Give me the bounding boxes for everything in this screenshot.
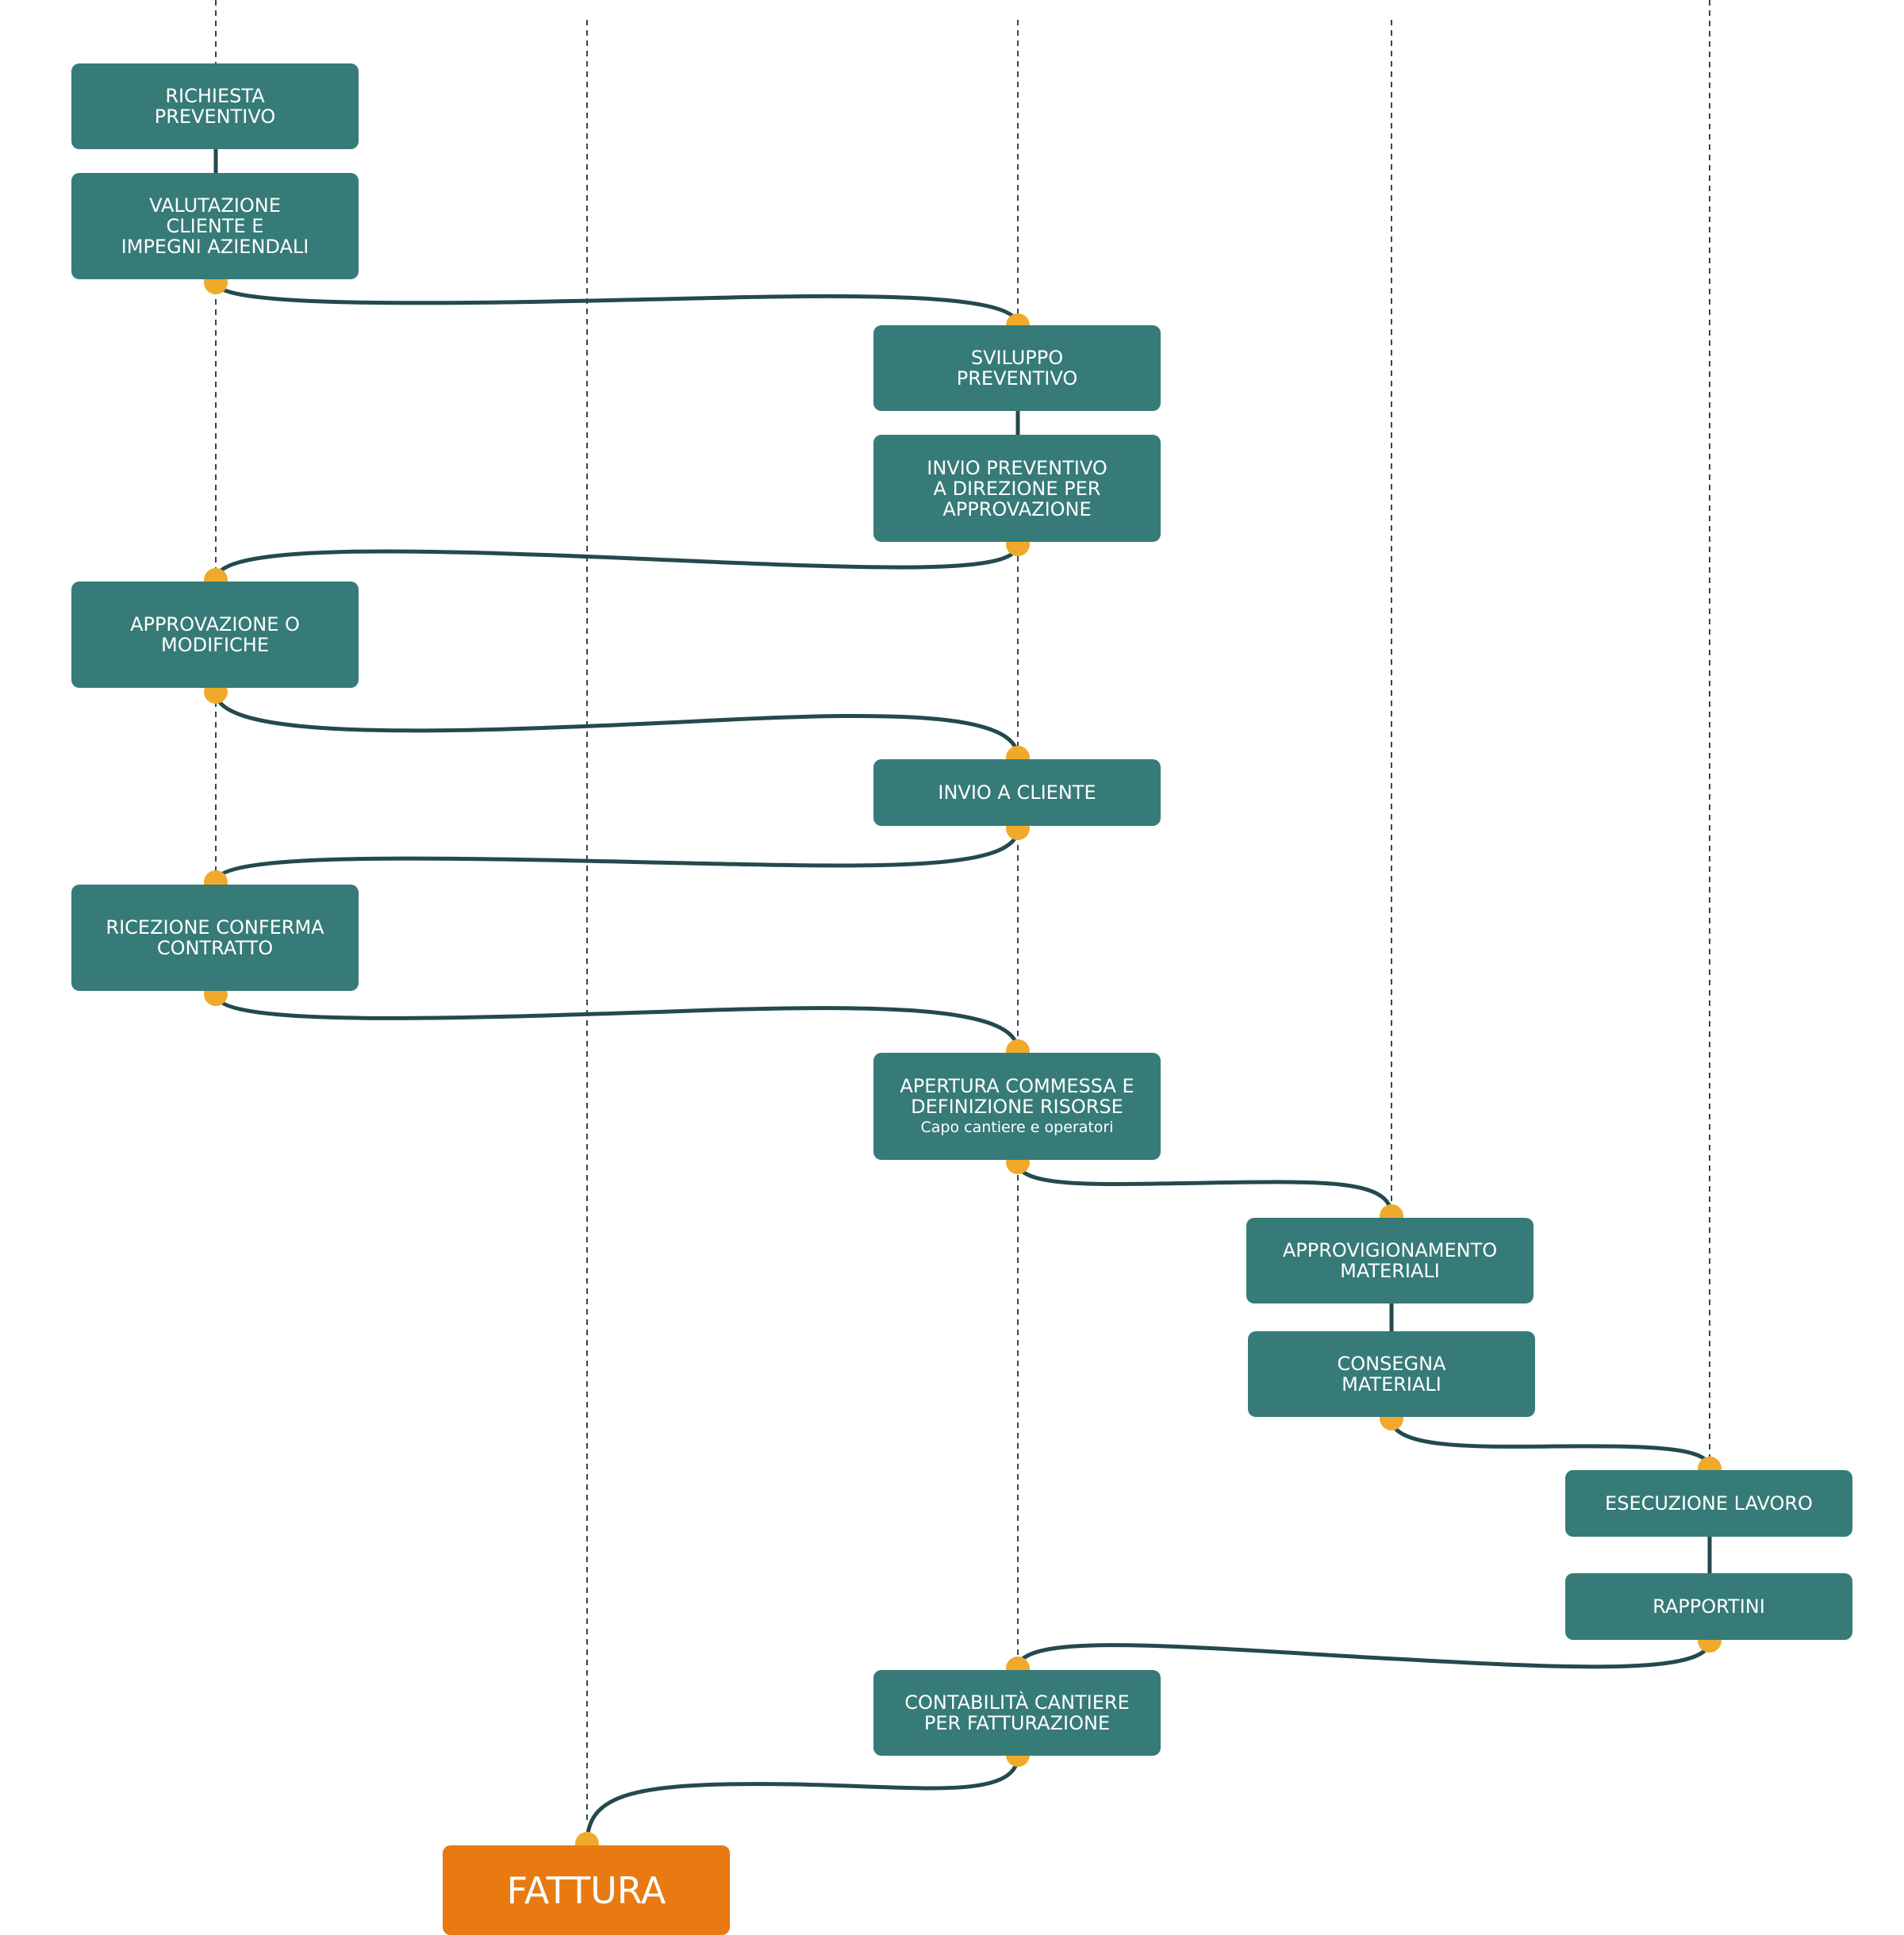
node-apertura-commessa: APERTURA COMMESSA E DEFINIZIONE RISORSE … bbox=[873, 1053, 1161, 1160]
connector-valutazione-sviluppo bbox=[213, 280, 1020, 328]
node-fattura: FATTURA bbox=[443, 1845, 730, 1935]
node-sviluppo-preventivo: SVILUPPO PREVENTIVO bbox=[873, 325, 1161, 411]
node-rapportini: RAPPORTINI bbox=[1565, 1573, 1852, 1640]
connector-apertura-approvvigionamento bbox=[1015, 1160, 1394, 1219]
node-label: RICEZIONE CONFERMA CONTRATTO bbox=[106, 916, 324, 959]
node-label: CONSEGNA MATERIALI bbox=[1337, 1353, 1446, 1396]
curved-connectors bbox=[213, 280, 1712, 1846]
node-label: ESECUZIONE LAVORO bbox=[1605, 1492, 1813, 1515]
swimlane-lines bbox=[215, 0, 1710, 1825]
node-sublabel: Capo cantiere e operatori bbox=[920, 1119, 1114, 1136]
node-label: FATTURA bbox=[506, 1868, 666, 1912]
node-label: INVIO A CLIENTE bbox=[938, 781, 1096, 804]
connector-rapportini-contabilita bbox=[1015, 1638, 1712, 1671]
connector-invio-approvazione bbox=[213, 542, 1020, 582]
node-approvazione-modifiche: APPROVAZIONE O MODIFICHE bbox=[71, 582, 359, 688]
node-richiesta-preventivo: RICHIESTA PREVENTIVO bbox=[71, 63, 359, 149]
node-label: INVIO PREVENTIVO A DIREZIONE PER APPROVA… bbox=[927, 456, 1107, 520]
connector-contabilita-fattura bbox=[585, 1753, 1020, 1846]
node-invio-cliente: INVIO A CLIENTE bbox=[873, 759, 1161, 826]
connector-consegna-esecuzione bbox=[1389, 1416, 1712, 1471]
node-invio-preventivo: INVIO PREVENTIVO A DIREZIONE PER APPROVA… bbox=[873, 435, 1161, 542]
node-label: APPROVIGIONAMENTO MATERIALI bbox=[1282, 1239, 1498, 1282]
node-label: RICHIESTA PREVENTIVO bbox=[154, 85, 276, 128]
node-label: CONTABILITÀ CANTIERE PER FATTURAZIONE bbox=[904, 1691, 1130, 1734]
node-valutazione-cliente: VALUTAZIONE CLIENTE E IMPEGNI AZIENDALI bbox=[71, 173, 359, 279]
node-consegna-materiali: CONSEGNA MATERIALI bbox=[1248, 1331, 1535, 1417]
connector-invio-cliente-ricezione bbox=[213, 826, 1020, 885]
node-label: APERTURA COMMESSA E DEFINIZIONE RISORSE bbox=[900, 1075, 1134, 1118]
vertical-links bbox=[213, 147, 1712, 1576]
connector-approvazione-invio-cliente bbox=[213, 689, 1020, 760]
node-label: SVILUPPO PREVENTIVO bbox=[956, 347, 1078, 390]
node-approvvigionamento-materiali: APPROVIGIONAMENTO MATERIALI bbox=[1246, 1218, 1534, 1303]
node-label: VALUTAZIONE CLIENTE E IMPEGNI AZIENDALI bbox=[121, 194, 309, 258]
node-ricezione-conferma: RICEZIONE CONFERMA CONTRATTO bbox=[71, 885, 359, 991]
node-label: RAPPORTINI bbox=[1653, 1595, 1765, 1618]
connector-ricezione-apertura bbox=[213, 992, 1020, 1054]
node-contabilita-cantiere: CONTABILITÀ CANTIERE PER FATTURAZIONE bbox=[873, 1670, 1161, 1756]
node-esecuzione-lavoro: ESECUZIONE LAVORO bbox=[1565, 1470, 1852, 1537]
node-label: APPROVAZIONE O MODIFICHE bbox=[130, 613, 300, 656]
